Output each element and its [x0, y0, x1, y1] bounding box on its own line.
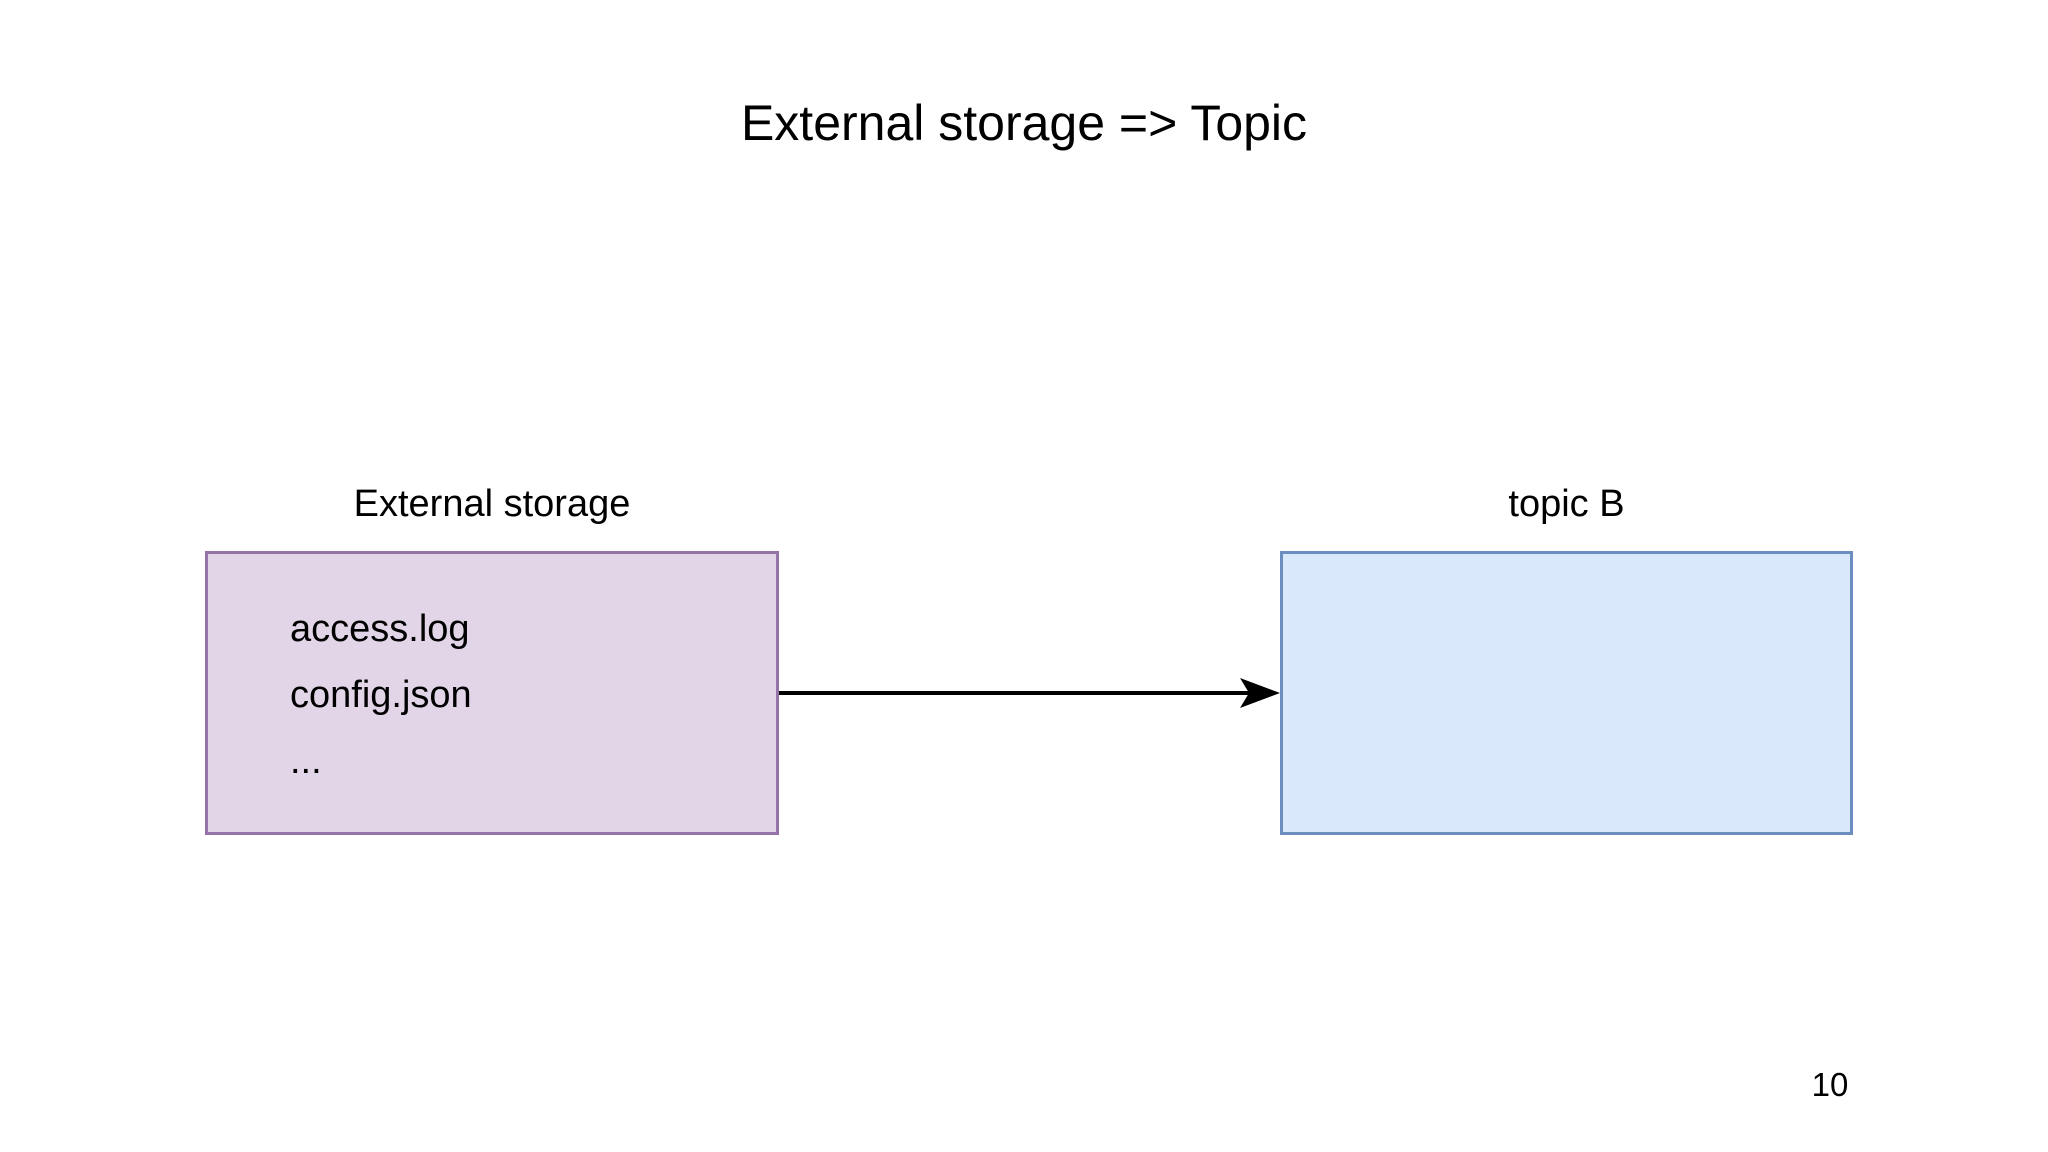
file-item-config-json: config.json [290, 674, 472, 716]
file-list: access.log config.json ... [208, 554, 776, 794]
flow-arrow [779, 678, 1280, 708]
external-storage-node-label: External storage [353, 483, 631, 525]
external-storage-box: access.log config.json ... [205, 551, 779, 835]
file-item-ellipsis: ... [290, 740, 322, 782]
topic-b-node-label: topic B [1508, 483, 1625, 525]
file-item-access-log: access.log [290, 608, 470, 650]
page-number: 10 [1811, 1066, 1849, 1103]
slide-title: External storage => Topic [740, 95, 1308, 151]
topic-b-box [1280, 551, 1853, 835]
